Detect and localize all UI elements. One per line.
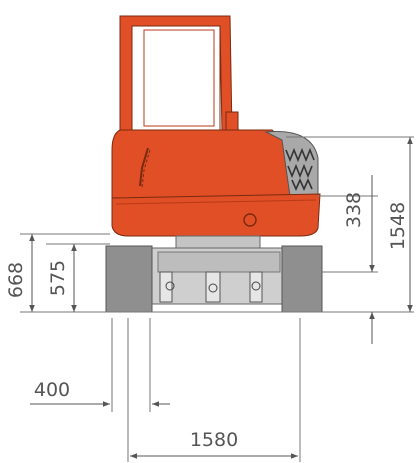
- dim-label-668: 668: [5, 262, 27, 298]
- dim-label-1548: 1548: [387, 202, 409, 250]
- undercarriage: [149, 247, 289, 305]
- dim-label-400: 400: [34, 379, 70, 401]
- dim-label-1580: 1580: [190, 429, 238, 451]
- excavator-illustration: [105, 15, 323, 313]
- dimension-labels: 1548 338 668 575 400 1580: [5, 192, 409, 451]
- dim-label-575: 575: [47, 260, 69, 296]
- right-track: [281, 245, 323, 313]
- swing-bearing: [175, 235, 261, 249]
- left-track: [105, 245, 153, 313]
- upper-structure: [111, 129, 293, 201]
- hood-vents: [285, 147, 315, 191]
- dim-label-338: 338: [343, 192, 365, 228]
- counterweight: [111, 193, 321, 237]
- dimension-lines: [20, 136, 414, 462]
- cab-frame: [119, 15, 239, 136]
